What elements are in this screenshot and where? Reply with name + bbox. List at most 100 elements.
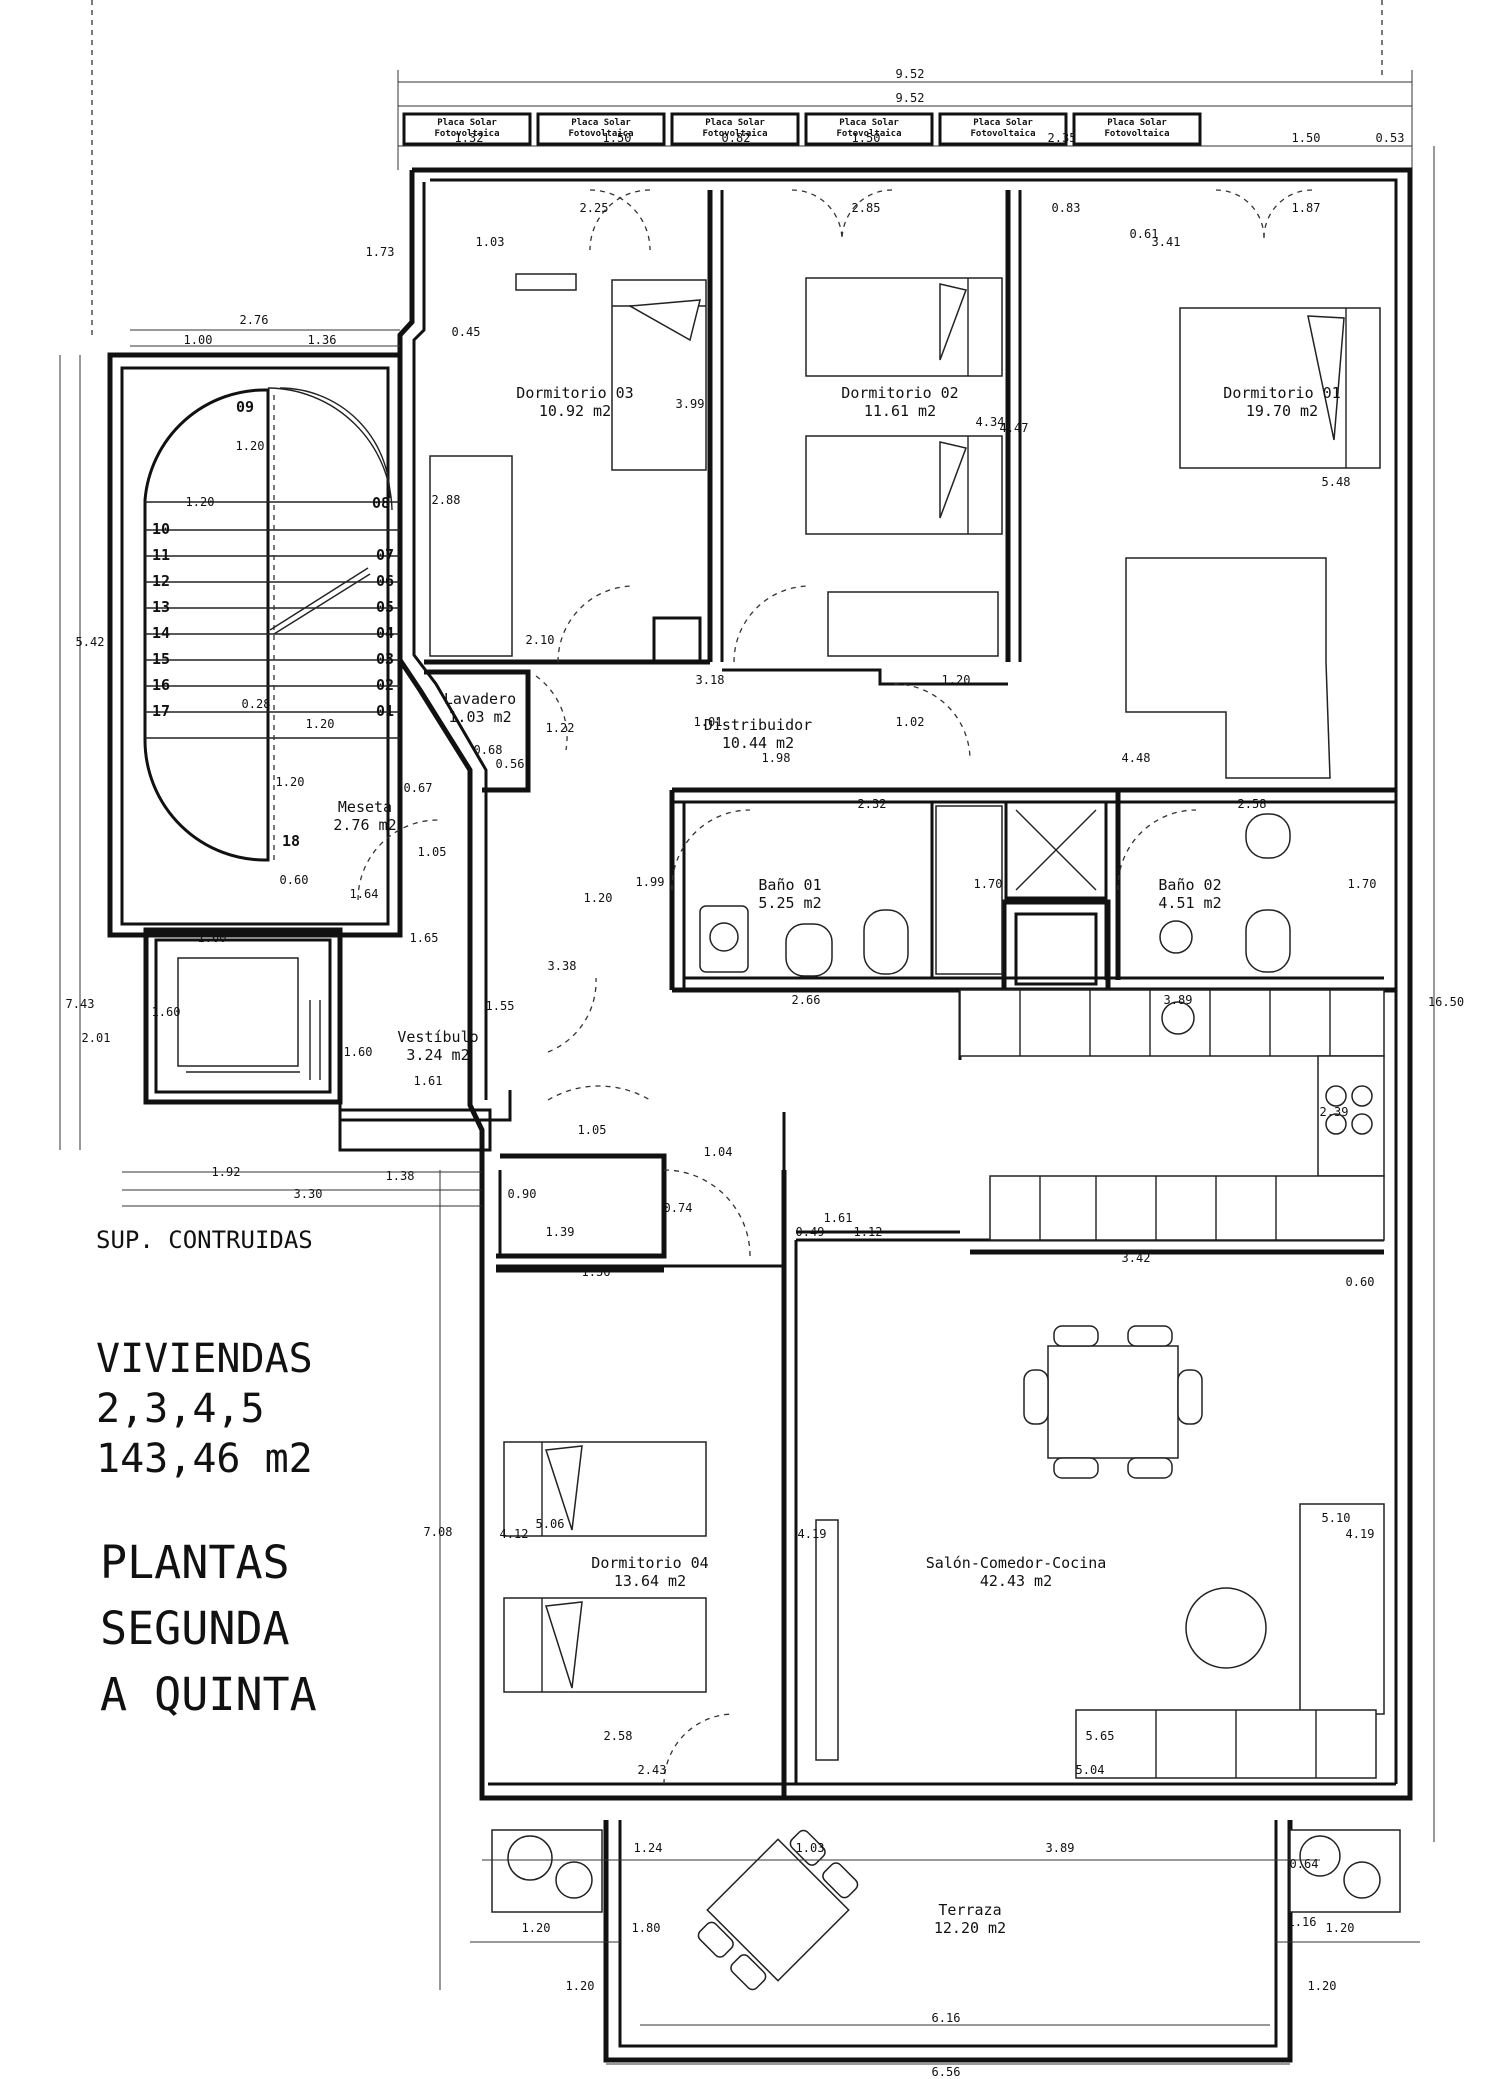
viviendas-summary-line: 2,3,4,5: [96, 1386, 265, 1432]
viviendas-summary-line: VIVIENDAS: [96, 1336, 313, 1382]
dimension-label: 4.47: [1000, 421, 1029, 435]
stair-step-number: 13: [152, 598, 170, 616]
dimension-label: 1.50: [603, 131, 632, 145]
stair-step-number: 10: [152, 520, 170, 538]
dimension-label: 1.70: [1348, 877, 1377, 891]
dimension-label: 4.19: [1346, 1527, 1375, 1541]
dimension-label: 5.10: [1322, 1511, 1351, 1525]
dimension-label: 1.02: [896, 715, 925, 729]
dimension-label: 1.20: [186, 495, 215, 509]
dimension-label: 1.20: [1308, 1979, 1337, 1993]
dimension-label: 3.30: [294, 1187, 323, 1201]
dimension-label: 3.99: [676, 397, 705, 411]
solar-panel: [938, 112, 1068, 146]
dimension-label: 1.60: [152, 1005, 181, 1019]
room-name: Baño 01: [758, 876, 821, 894]
dimension-label: 1.20: [584, 891, 613, 905]
sup-construidas-label: SUP. CONTRUIDAS: [96, 1226, 313, 1254]
dimension-label: 4.48: [1122, 751, 1151, 765]
dimension-label: 3.38: [548, 959, 577, 973]
dimension-label: 1.92: [212, 1165, 241, 1179]
room-name: Salón-Comedor-Cocina: [926, 1554, 1107, 1572]
dimension-label: 2.76: [240, 313, 269, 327]
solar-panel: [402, 112, 532, 146]
dimension-label: 3.41: [1152, 235, 1181, 249]
solar-panel-label: Fotovoltaica: [434, 128, 499, 139]
room-name: Dormitorio 04: [591, 1554, 708, 1572]
room-name: Distribuidor: [704, 716, 812, 734]
dimension-label: 1.20: [276, 775, 305, 789]
dimension-label: 1.05: [418, 845, 447, 859]
stair-step-number: 16: [152, 676, 170, 694]
dimension-label: 0.67: [404, 781, 433, 795]
dimension-label: 2.35: [1048, 131, 1077, 145]
dimension-label: 1.20: [566, 1979, 595, 1993]
room-area: 2.76 m2: [333, 816, 396, 834]
stair-step-number: 12: [152, 572, 170, 590]
viviendas-summary-line: 143,46 m2: [96, 1436, 313, 1482]
dimension-label: 1.36: [582, 1265, 611, 1279]
stair-step-number: 01: [376, 702, 394, 720]
top-dimension-lines: [397, 70, 1413, 170]
dimension-label: 1.61: [414, 1074, 443, 1088]
room-area: 10.44 m2: [722, 734, 794, 752]
dimension-label: 9.52: [896, 91, 925, 105]
dimension-label: 4.19: [798, 1527, 827, 1541]
room-name: Dormitorio 02: [841, 384, 958, 402]
dimension-label: 2.66: [792, 993, 821, 1007]
stair-step-number: 03: [376, 650, 394, 668]
dimension-label: 1.39: [546, 1225, 575, 1239]
dimension-label: 0.83: [1052, 201, 1081, 215]
solar-panel: [670, 112, 800, 146]
dimension-label: 1.24: [634, 1841, 663, 1855]
dimension-label: 1.98: [762, 751, 791, 765]
stair-step-number: 07: [376, 546, 394, 564]
dimension-label: 9.52: [896, 67, 925, 81]
bedroom-furniture: [429, 273, 1385, 1779]
dimension-label: 2.88: [432, 493, 461, 507]
dimension-label: 6.56: [932, 2065, 961, 2079]
room-name: Terraza: [938, 1901, 1001, 1919]
dimension-label: 1.03: [476, 235, 505, 249]
dimension-label: 1.38: [386, 1169, 415, 1183]
dimension-label: 1.20: [522, 1921, 551, 1935]
room-area: 19.70 m2: [1246, 402, 1318, 420]
exterior-walls: [397, 167, 1413, 1801]
stair-step-number: 15: [152, 650, 170, 668]
stair-step-number: 02: [376, 676, 394, 694]
dimension-label: 5.65: [1086, 1729, 1115, 1743]
dimension-label: 1.16: [1288, 1915, 1317, 1929]
stair-step-number: 05: [376, 598, 394, 616]
dimension-label: 2.25: [580, 201, 609, 215]
solar-panel: [1072, 112, 1202, 146]
dimension-label: 3.89: [1164, 993, 1193, 1007]
dimension-label: 2.39: [1320, 1105, 1349, 1119]
dimension-label: 1.05: [578, 1123, 607, 1137]
dimension-label: 0.64: [1290, 1857, 1319, 1871]
dimension-label: 5.06: [536, 1517, 565, 1531]
dimension-label: 1.80: [632, 1921, 661, 1935]
dimension-label: 0.61: [1130, 227, 1159, 241]
solar-panel: [536, 112, 666, 146]
dimension-label: 0.60: [280, 873, 309, 887]
stair-step-number: 09: [236, 398, 254, 416]
dimension-label: 0.82: [722, 131, 751, 145]
dimension-label: 2.58: [604, 1729, 633, 1743]
room-name: Baño 02: [1158, 876, 1221, 894]
solar-panel-label: Fotovoltaica: [970, 128, 1035, 139]
dimension-label: 7.08: [424, 1525, 453, 1539]
dimension-label: 1.87: [1292, 201, 1321, 215]
staircase: [107, 352, 512, 1152]
dimension-label: 1.64: [350, 887, 379, 901]
dimension-lines: [59, 146, 1435, 2065]
dimension-label: 1.12: [854, 1225, 883, 1239]
dimension-label: 1.61: [824, 1211, 853, 1225]
dimension-label: 1.22: [546, 721, 575, 735]
room-name: Dormitorio 01: [1223, 384, 1340, 402]
room-area: 4.51 m2: [1158, 894, 1221, 912]
solar-panel-label: Fotovoltaica: [836, 128, 901, 139]
interior-walls: [424, 190, 1396, 1798]
room-area: 5.25 m2: [758, 894, 821, 912]
stair-step-number: 14: [152, 624, 170, 642]
